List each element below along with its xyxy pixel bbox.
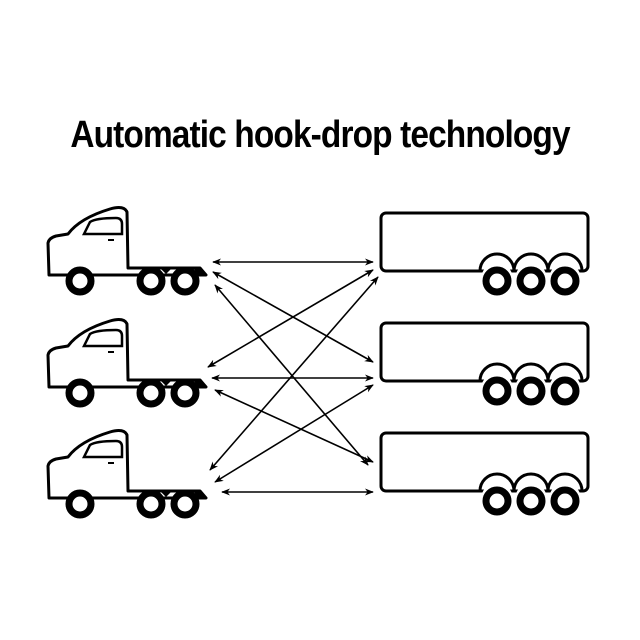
arrow-tractor-3-trailer-1 [209, 276, 379, 471]
tractor-2 [48, 320, 206, 404]
diagram-title: Automatic hook-drop technology [70, 114, 570, 156]
arrow-tractor-3-trailer-2 [214, 384, 374, 483]
trailer-1 [381, 213, 588, 295]
arrow-tractor-2-trailer-3 [214, 389, 374, 463]
tractor-3 [48, 431, 206, 515]
arrow-tractor-2-trailer-1 [207, 269, 374, 368]
trailer-2 [381, 323, 588, 405]
tractor-1 [48, 208, 206, 292]
trailer-3 [381, 433, 588, 515]
